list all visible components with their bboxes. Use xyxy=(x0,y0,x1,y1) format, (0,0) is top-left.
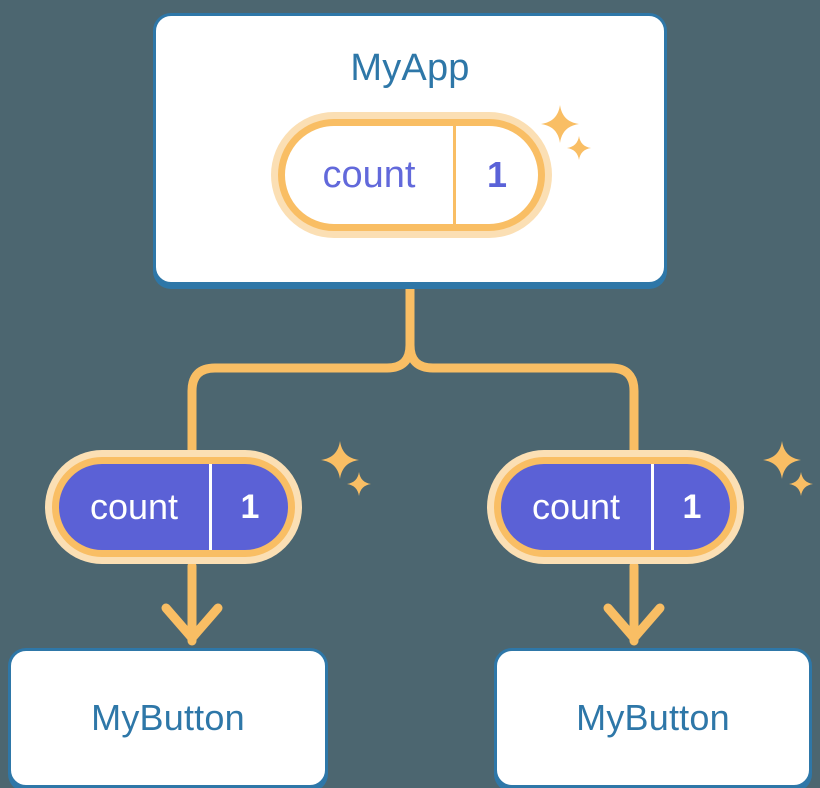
state-key-label: count xyxy=(531,486,621,527)
component-card-mybutton-left[interactable]: MyButton xyxy=(8,648,328,788)
arrow-down-head-right-icon xyxy=(603,603,665,643)
state-value-label: 1 xyxy=(682,487,702,526)
component-title-myapp: MyApp xyxy=(350,47,470,89)
sparkle-four-point-icon xyxy=(763,441,801,479)
state-pill-mybutton-left[interactable]: count 1 xyxy=(45,450,302,564)
state-pill-divider xyxy=(651,464,654,550)
state-pill-myapp[interactable]: count 1 xyxy=(271,112,552,238)
state-pill-divider xyxy=(453,126,456,224)
state-key-label: count xyxy=(89,486,179,527)
state-key-label: count xyxy=(322,153,416,196)
state-value-label: 1 xyxy=(240,487,260,526)
tree-branch-connector-right-icon xyxy=(405,281,639,457)
sparkle-four-point-small-icon xyxy=(789,472,813,496)
sparkle-four-point-small-icon xyxy=(347,472,371,496)
arrow-down-head-left-icon xyxy=(161,603,223,643)
diagram-canvas: MyApp count 1 count 1 xyxy=(8,13,813,788)
component-title-mybutton: MyButton xyxy=(576,697,730,738)
component-title-mybutton: MyButton xyxy=(91,697,245,738)
state-pill-mybutton-right[interactable]: count 1 xyxy=(487,450,744,564)
state-pill-divider xyxy=(209,464,212,550)
state-value-label: 1 xyxy=(486,154,508,195)
tree-branch-connector-icon xyxy=(187,281,415,457)
component-card-mybutton-right[interactable]: MyButton xyxy=(494,648,812,788)
sparkle-four-point-icon xyxy=(321,441,359,479)
